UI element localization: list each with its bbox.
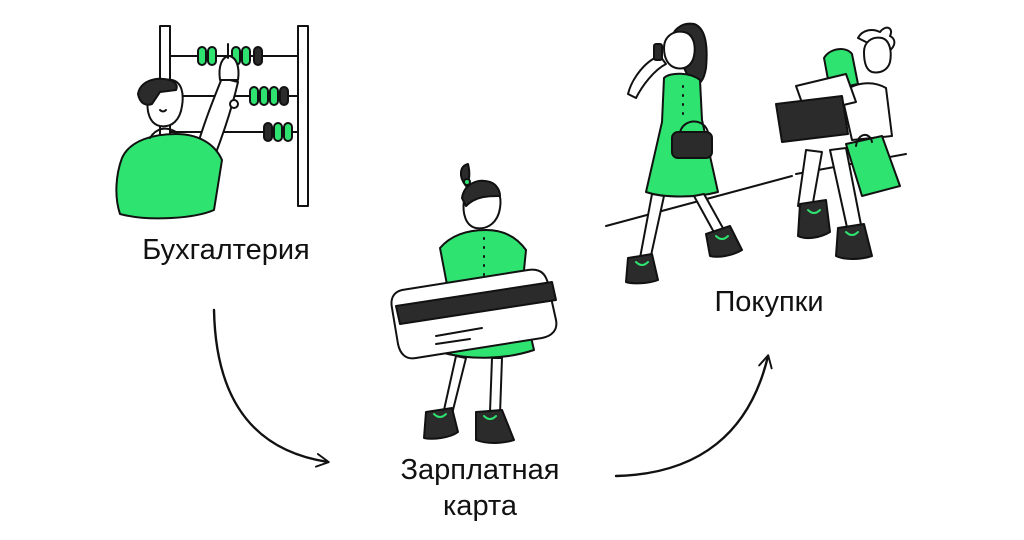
step-label-salary-card: Зарплатная карта	[372, 452, 588, 524]
handbag-icon	[671, 120, 713, 159]
step-label-salary-card-line2: карта	[442, 490, 518, 522]
step-label-accounting: Бухгалтерия	[142, 234, 310, 266]
step-label-salary-card-line1: Зарплатная	[400, 454, 560, 486]
step-label-shopping: Покупки	[714, 286, 824, 318]
woman-carrying-bank-card-illustration	[390, 163, 558, 444]
arrow-card-to-shopping	[614, 354, 773, 478]
bank-card-icon	[390, 268, 558, 360]
arrow-accounting-to-card	[212, 308, 330, 468]
shoppers-with-bags-illustration	[605, 22, 907, 285]
man-with-abacus-illustration	[115, 25, 309, 220]
shopping-bag-icon	[845, 134, 901, 197]
stacked-boxes-icon	[775, 48, 859, 143]
